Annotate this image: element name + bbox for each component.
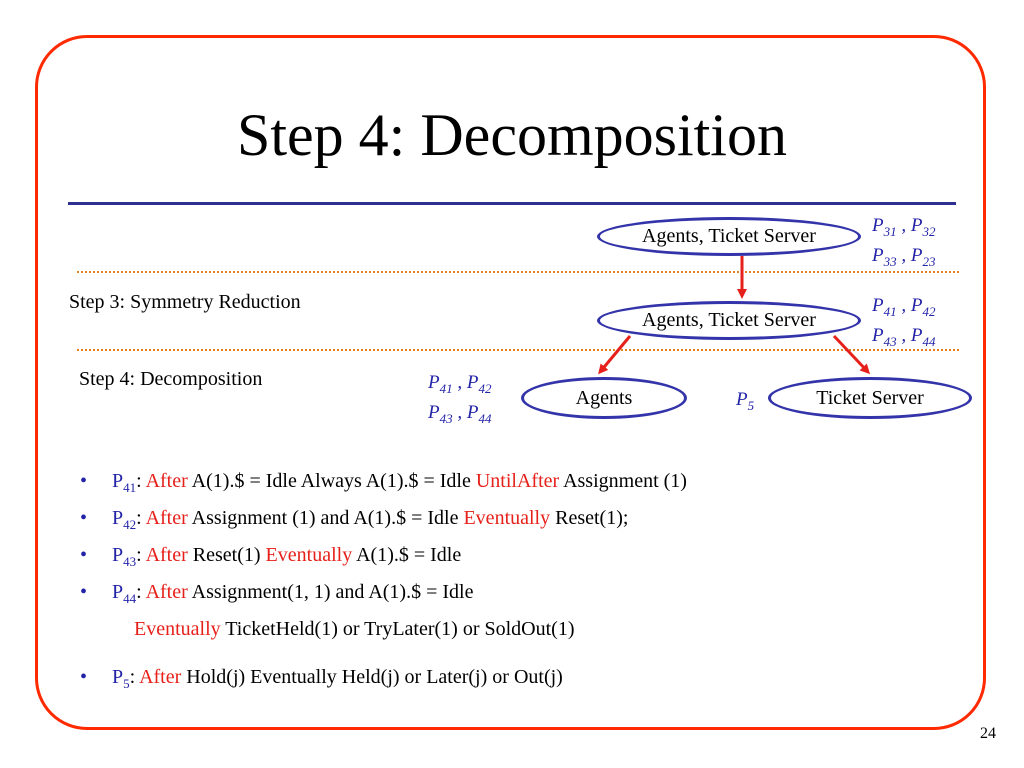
middle-props-line1: P41 , P42 xyxy=(872,295,936,319)
property-name: P41 xyxy=(112,470,137,495)
node-top-agents-ticket-server: Agents, Ticket Server xyxy=(597,217,861,256)
agents-props-line2: P43 , P44 xyxy=(428,401,492,426)
bullet-dot: • xyxy=(80,470,88,492)
property-bullet: •P43: After Reset(1) Eventually A(1).$ =… xyxy=(80,540,980,577)
bullet-dot: • xyxy=(80,544,88,566)
property-bullet: •P41: After A(1).$ = Idle Always A(1).$ … xyxy=(80,466,980,503)
arrow-middle-to-agents xyxy=(598,335,632,375)
step4-label: Step 4: Decomposition xyxy=(79,368,263,390)
title-underline xyxy=(68,202,956,205)
node-ticket-server: Ticket Server xyxy=(768,377,972,419)
middle-props-line2: P43 , P44 xyxy=(872,324,936,349)
dotted-divider-1 xyxy=(77,271,959,273)
dotted-divider-2 xyxy=(77,349,959,351)
ticket-server-prop: P5 xyxy=(736,388,754,418)
top-props-line2: P33 , P23 xyxy=(872,244,936,269)
property-bullet: •P42: After Assignment (1) and A(1).$ = … xyxy=(80,503,980,540)
slide-frame xyxy=(35,35,986,730)
property-name: P42 xyxy=(112,507,137,532)
page-number: 24 xyxy=(980,725,996,742)
property-bullet: •P5: After Hold(j) Eventually Held(j) or… xyxy=(80,662,980,699)
property-bullet: •P44: After Assignment(1, 1) and A(1).$ … xyxy=(80,577,980,614)
arrow-middle-to-ticket-server xyxy=(832,334,871,375)
node-top-label: Agents, Ticket Server xyxy=(642,225,816,247)
step3-label: Step 3: Symmetry Reduction xyxy=(69,291,301,313)
bullet-dot: • xyxy=(80,507,88,529)
slide-title: Step 4: Decomposition xyxy=(237,102,787,168)
bullet-dot: • xyxy=(80,581,88,603)
node-agents-label: Agents xyxy=(575,386,633,409)
middle-props: P41 , P42 P43 , P44 xyxy=(872,294,935,354)
agents-props-line1: P41 , P42 xyxy=(428,372,492,396)
ticket-server-prop-line: P5 xyxy=(736,389,755,413)
property-name: P5 xyxy=(112,666,130,691)
property-bullet-list: •P41: After A(1).$ = Idle Always A(1).$ … xyxy=(80,466,980,699)
node-middle-agents-ticket-server: Agents, Ticket Server xyxy=(597,301,861,340)
bullet-dot: • xyxy=(80,666,88,688)
node-middle-label: Agents, Ticket Server xyxy=(642,309,816,331)
agents-props: P41 , P42 P43 , P44 xyxy=(428,371,491,431)
top-props-line1: P31 , P32 xyxy=(872,215,936,239)
top-props: P31 , P32 P33 , P23 xyxy=(872,214,935,274)
bullet-gap xyxy=(80,644,980,662)
property-name: P43 xyxy=(112,544,137,569)
property-name: P44 xyxy=(112,581,137,606)
property-bullet-continuation: Eventually TicketHeld(1) or TryLater(1) … xyxy=(134,618,575,640)
node-agents: Agents xyxy=(521,377,687,419)
node-ticket-server-label: Ticket Server xyxy=(816,386,924,409)
